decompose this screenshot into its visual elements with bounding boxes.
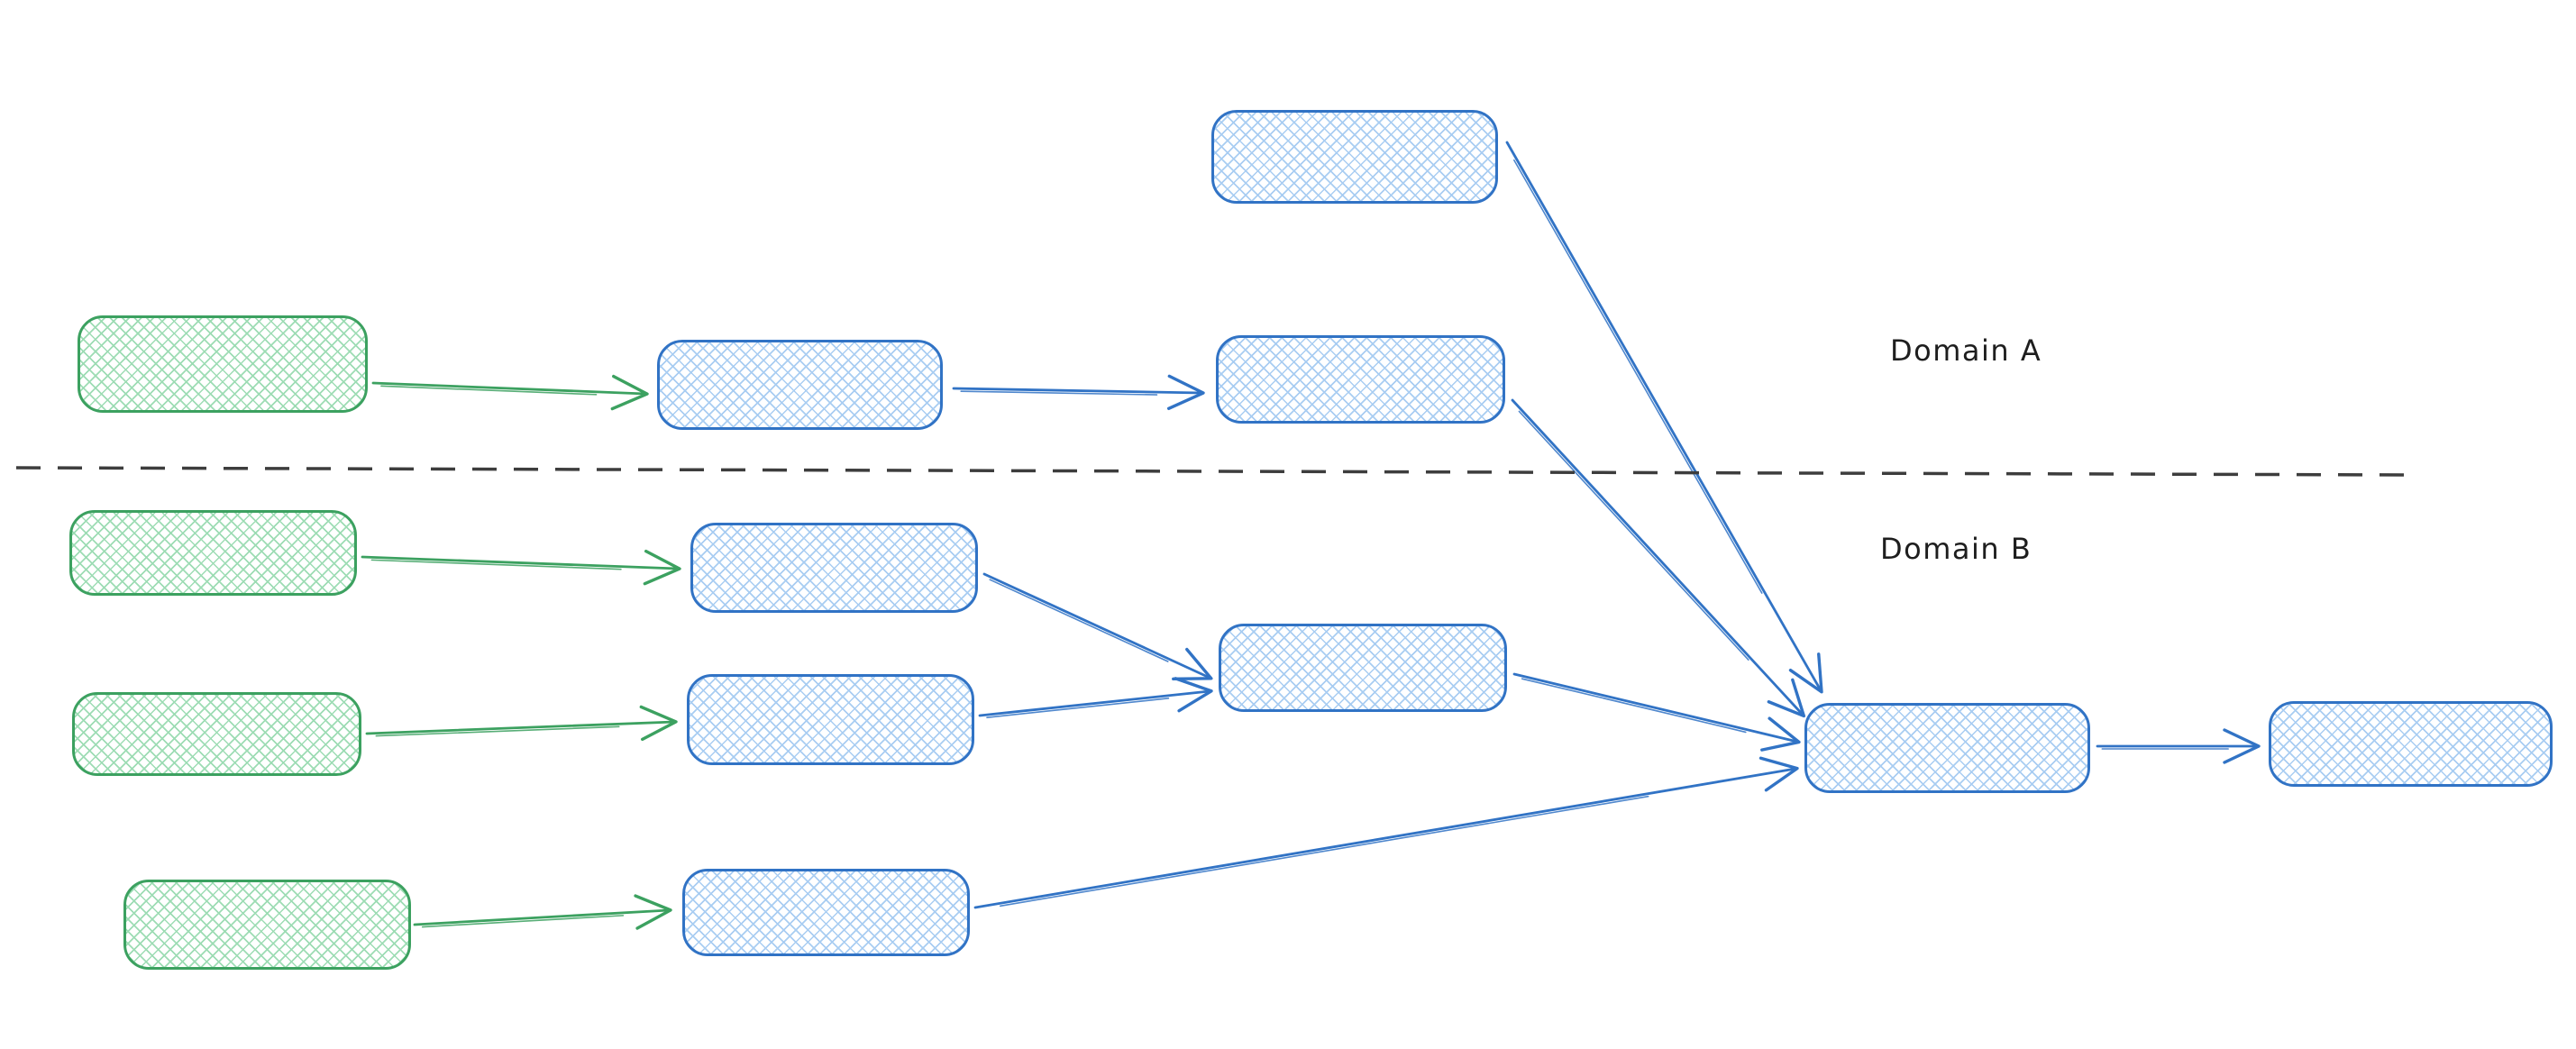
blue-box-a-top[interactable] [1211,110,1498,204]
blue-box-b-merge[interactable] [1219,624,1507,712]
edge-a2-to-converge[interactable] [1511,398,1806,718]
edge-green-b3-to-b3[interactable] [413,894,672,930]
blue-box-b-3[interactable] [682,869,970,956]
edge-green-b1-to-b1[interactable] [361,549,681,586]
domain-a-label[interactable]: Domain A [1890,333,2042,368]
blue-box-converge[interactable] [1804,703,2090,793]
blue-box-a-1[interactable] [657,340,943,430]
domain-separator-line[interactable] [15,466,2414,477]
edge-merge-to-converge[interactable] [1512,672,1801,752]
edge-a1-to-a2[interactable] [952,374,1205,411]
blue-box-b-2[interactable] [687,674,974,765]
green-box-b-3[interactable] [123,880,411,970]
green-box-b-2[interactable] [72,692,361,776]
blue-box-a-2[interactable] [1216,335,1505,424]
green-box-b-1[interactable] [69,510,357,596]
edge-a-top-to-converge[interactable] [1505,141,1823,694]
edge-green-b2-to-b2[interactable] [365,705,678,742]
edge-b1-to-merge[interactable] [982,572,1213,681]
edge-converge-to-output[interactable] [2096,728,2261,764]
domain-b-label[interactable]: Domain B [1880,532,2032,566]
edge-b3-to-converge[interactable] [973,756,1799,909]
blue-box-output[interactable] [2269,701,2553,787]
edge-green-a-to-a1[interactable] [371,374,649,411]
blue-box-b-1[interactable] [690,523,978,613]
edge-b2-to-merge[interactable] [978,677,1213,718]
green-box-a[interactable] [78,315,368,413]
